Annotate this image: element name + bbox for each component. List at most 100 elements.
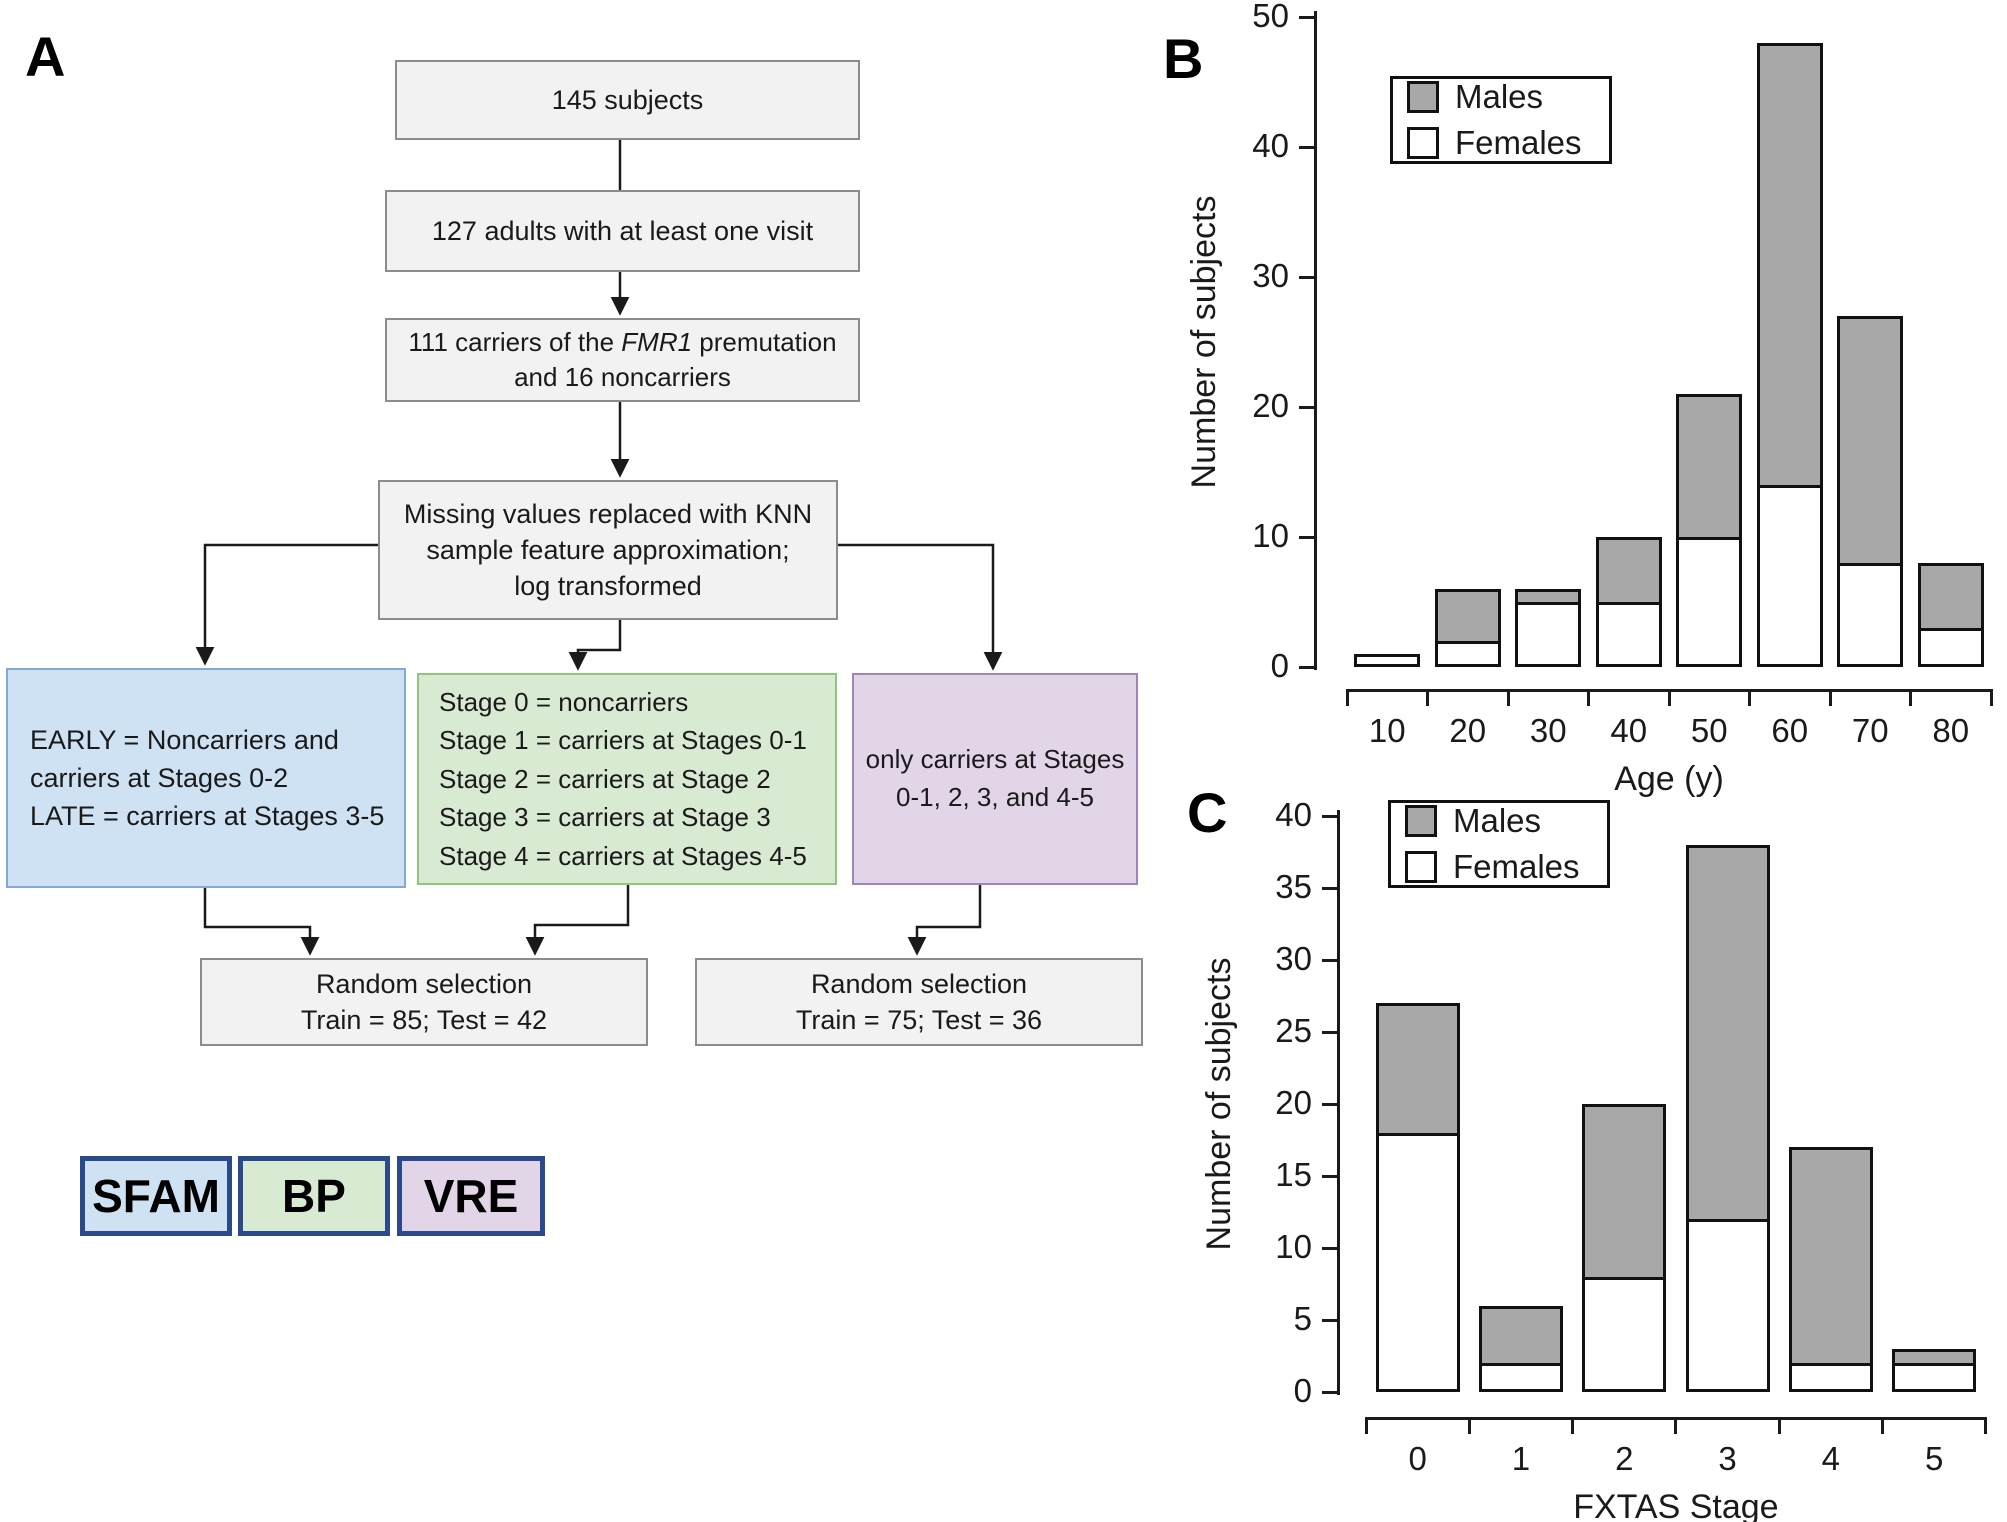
x-tick-3 [1587,690,1590,706]
bar-0-females [1375,1132,1460,1392]
y-tick-40 [1299,145,1315,149]
x-axis-title: FXTAS Stage [1573,1488,1779,1522]
flow-box-111-carriers: 111 carriers of the FMR1 premutation and… [385,318,860,402]
males-swatch-icon [1407,81,1439,113]
y-tick-10 [1322,1246,1338,1250]
bar-5-females [1892,1363,1977,1392]
x-cat-label-0: 0 [1408,1440,1427,1477]
x-tick-6 [1828,690,1832,706]
y-tick-label-0: 0 [1293,1372,1312,1409]
bar-60-females [1756,485,1823,667]
bar-30-females [1515,602,1582,667]
y-tick-label-5: 5 [1293,1300,1312,1337]
flow-box-only-carriers: only carriers at Stages 0-1, 2, 3, and 4… [852,673,1138,885]
legend-males-label: Males [1455,78,1544,115]
y-axis-title: Number of subjects [1185,195,1223,489]
legend-row-females: Females [1405,848,1593,886]
x-tick-4 [1667,690,1671,706]
chip-vre: VRE [397,1156,545,1236]
bar-30-males [1515,589,1582,605]
y-tick-5 [1322,1318,1338,1322]
y-tick-10 [1299,535,1315,539]
flow-box-random1-line2: Train = 85; Test = 42 [300,1005,548,1035]
x-cat-label-80: 80 [1932,712,1970,749]
y-tick-35 [1322,886,1338,890]
x-tick-2 [1506,690,1510,706]
y-tick-0 [1322,1390,1338,1394]
flow-box-stages: Stage 0 = noncarriers Stage 1 = carriers… [417,673,837,885]
x-cat-label-3: 3 [1718,1440,1737,1477]
bar-1-males [1478,1305,1563,1367]
y-tick-25 [1322,1030,1338,1034]
bar-5-males [1892,1348,1977,1367]
flow-box-111-pre: 111 carriers of the [408,327,622,358]
bar-0-males [1375,1003,1460,1136]
flow-box-127-adults: 127 adults with at least one visit [385,190,860,272]
x-tick-5 [1748,690,1751,706]
x-tick-1 [1467,1418,1471,1434]
bar-4-males [1788,1147,1873,1367]
y-tick-20 [1322,1102,1338,1106]
flow-box-127-text: 127 adults with at least one visit [431,215,814,246]
y-tick-label-30: 30 [1252,257,1289,294]
flow-box-stages-line5: Stage 4 = carriers at Stages 4-5 [439,840,807,871]
panel-c-label: C [1187,781,1228,844]
bar-50-males [1676,394,1743,540]
y-tick-label-0: 0 [1270,647,1289,684]
y-tick-30 [1299,275,1315,279]
panel-b-legend: Males Females [1390,76,1612,164]
chip-bp: BP [238,1156,390,1236]
chip-vre-label: VRE [423,1170,519,1222]
legend-row-males: Males [1405,802,1593,840]
bar-40-males [1595,537,1662,605]
flow-box-145-subjects: 145 subjects [395,60,860,140]
bar-50-females [1676,537,1743,667]
flow-box-111-line2: and 16 noncarriers [514,362,731,392]
y-tick-label-20: 20 [1252,387,1289,424]
y-tick-label-10: 10 [1275,1228,1312,1265]
x-tick-2 [1571,1418,1575,1434]
bar-20-females [1434,641,1501,667]
y-tick-label-15: 15 [1275,1156,1312,1193]
y-tick-20 [1299,405,1315,409]
y-axis-title: Number of subjects [1200,957,1238,1251]
x-tick-8 [1989,690,1993,706]
bar-40-females [1595,602,1662,667]
panel-b-label: B [1163,27,1204,90]
bar-80-females [1917,628,1984,667]
y-tick-label-50: 50 [1252,0,1289,34]
panel-a-label: A [25,25,66,88]
x-cat-label-70: 70 [1851,712,1889,749]
flow-box-early-late: EARLY = Noncarriers and carriers at Stag… [6,668,406,888]
bar-20-males [1434,589,1501,644]
legend-row-females: Females [1407,124,1595,162]
flow-box-random-selection-1: Random selection Train = 85; Test = 42 [200,958,648,1046]
x-cat-label-20: 20 [1449,712,1487,749]
x-axis-title: Age (y) [1614,760,1724,798]
females-swatch-icon [1405,851,1437,883]
flow-box-111-line1: 111 carriers of the FMR1 premutation [408,325,836,360]
legend-females-label: Females [1453,848,1580,885]
x-cat-label-5: 5 [1924,1440,1944,1477]
bar-2-females [1582,1276,1667,1392]
flow-box-knn-line1: Missing values replaced with KNN [403,498,813,529]
x-tick-3 [1674,1418,1678,1434]
bar-80-males [1917,563,1984,631]
bar-70-females [1837,563,1904,667]
x-tick-7 [1909,690,1912,706]
x-tick-0 [1345,690,1349,706]
y-tick-label-25: 25 [1275,1012,1312,1049]
flow-box-stages-line1: Stage 0 = noncarriers [439,686,689,717]
y-tick-30 [1322,958,1338,962]
x-tick-1 [1426,690,1429,706]
x-tick-6 [1984,1418,1988,1434]
bar-3-males [1685,844,1770,1223]
panel-c-legend: Males Females [1388,800,1610,888]
legend-row-males: Males [1407,78,1595,116]
flow-box-early-line2: carriers at Stages 0-2 [30,762,289,793]
chip-bp-label: BP [282,1170,346,1222]
bar-60-males [1756,43,1823,488]
legend-males-label: Males [1453,802,1542,839]
flow-box-stages-line3: Stage 2 = carriers at Stage 2 [439,763,771,794]
